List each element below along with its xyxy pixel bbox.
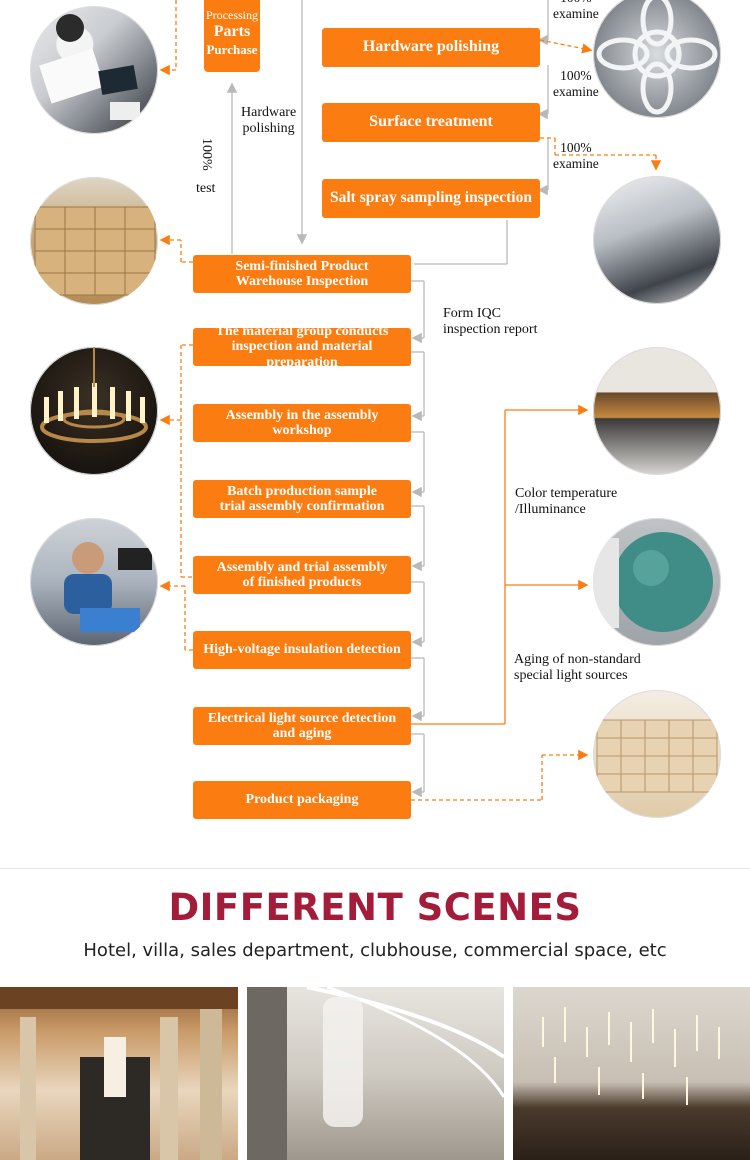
boxes-icon <box>34 206 156 296</box>
assembly-workshop-box: Assembly in the assembly workshop <box>193 404 411 442</box>
form-iqc-label: Form IQC inspection report <box>443 306 538 338</box>
high-voltage-box: High-voltage insulation detection <box>193 631 411 669</box>
polished-parts-photo <box>593 176 721 304</box>
processing-parts-purchase-box: Processing Parts Purchase <box>204 0 260 72</box>
cartons-photo <box>593 690 721 818</box>
villa-stair-icon <box>247 987 504 1160</box>
scenes-title: DIFFERENT SCENES <box>168 886 582 929</box>
salt-spray-box: Salt spray sampling inspection <box>322 179 540 218</box>
crystal-ceiling-icon <box>542 1007 720 1105</box>
electrical-light-box: Electrical light source detection and ag… <box>193 707 411 745</box>
warehouse-boxes-photo <box>30 177 158 305</box>
worker-photo <box>30 518 158 646</box>
finished-assembly-box: Assembly and trial assembly of finished … <box>193 556 411 594</box>
hotel-lobby-photo <box>0 987 238 1160</box>
purchase-label: Purchase <box>206 41 258 57</box>
color-temperature-label: Color temperature /Illuminance <box>515 486 618 518</box>
test-percent-label: 100% <box>199 138 214 171</box>
office-desk-icon <box>39 14 140 120</box>
material-group-box: The material group conducts inspection a… <box>193 324 411 370</box>
parts-label: Parts <box>213 23 251 41</box>
processing-label: Processing <box>206 8 258 23</box>
chandelier-photo <box>30 347 158 475</box>
packaging-box: Product packaging <box>193 781 411 819</box>
office-desk-photo <box>30 6 158 134</box>
batch-production-box: Batch production sample trial assembly c… <box>193 480 411 518</box>
semi-finished-box: Semi-finished Product Warehouse Inspecti… <box>193 255 411 293</box>
villa-stair-photo <box>247 987 504 1160</box>
worker-icon <box>64 542 152 632</box>
hotel-lobby-icon <box>0 987 238 1160</box>
examine-label-mid: 100% examine <box>553 68 599 99</box>
sphere-icon <box>593 532 713 632</box>
aging-label: Aging of non-standard special light sour… <box>514 652 641 684</box>
hardware-polishing-side-label: Hardware polishing <box>241 105 297 137</box>
test-label: test <box>196 181 216 196</box>
integrating-sphere-photo <box>593 518 721 646</box>
flow-connectors <box>159 0 662 801</box>
commercial-ceiling-photo <box>513 987 750 1160</box>
cartons-icon <box>596 719 718 793</box>
surface-treatment-box: Surface treatment <box>322 103 540 142</box>
aging-room-photo <box>593 347 721 475</box>
production-flow-chart: Processing Parts Purchase Hardware polis… <box>0 0 750 869</box>
hardware-polishing-box: Hardware polishing <box>322 28 540 67</box>
chandelier-icon <box>40 347 148 443</box>
metal-flower-photo <box>593 0 721 118</box>
scenes-subtitle: Hotel, villa, sales department, clubhous… <box>83 940 667 961</box>
examine-label-top: 100% examine <box>553 0 599 21</box>
flower-pattern-icon <box>596 0 718 115</box>
examine-label-low: 100% examine <box>553 140 599 171</box>
